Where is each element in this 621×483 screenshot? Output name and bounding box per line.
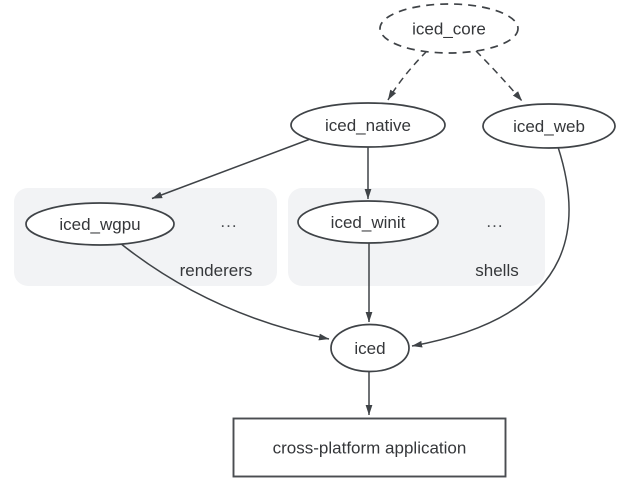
diagram-edges — [119, 50, 570, 416]
node-application-label: cross-platform application — [273, 439, 467, 458]
node-iced-web: iced_web — [482, 103, 616, 149]
edge-iced-core-to-iced-native — [387, 50, 428, 101]
node-iced-ellipse — [330, 323, 410, 373]
edge-iced-wgpu-to-iced — [119, 242, 330, 341]
node-iced-winit: iced_winit — [297, 200, 439, 244]
node-iced-web-ellipse — [482, 103, 616, 149]
cluster-shells-ellipsis: ... — [486, 212, 503, 231]
node-iced-core: iced_core — [379, 3, 519, 54]
node-application: cross-platform application — [232, 417, 507, 478]
node-iced-native: iced_native — [290, 102, 446, 148]
node-iced-winit-ellipse — [297, 200, 439, 244]
node-application-box — [232, 417, 507, 478]
node-iced-wgpu: iced_wgpu — [25, 202, 175, 246]
cluster-renderers-ellipsis: ... — [220, 212, 237, 231]
node-iced-wgpu-label: iced_wgpu — [59, 215, 140, 234]
node-iced-label: iced — [354, 339, 385, 358]
node-iced-winit-label: iced_winit — [331, 213, 406, 232]
node-iced: iced — [330, 323, 410, 373]
cluster-renderers-label: renderers — [180, 261, 253, 280]
node-iced-core-label: iced_core — [412, 20, 486, 39]
cluster-shells-label: shells — [475, 261, 518, 280]
node-iced-native-ellipse — [290, 102, 446, 148]
edge-iced-core-to-iced-web — [475, 50, 523, 102]
node-iced-core-ellipse — [379, 3, 519, 54]
node-iced-web-label: iced_web — [513, 117, 585, 136]
node-iced-native-label: iced_native — [325, 116, 411, 135]
node-iced-wgpu-ellipse — [25, 202, 175, 246]
edge-iced-web-to-iced — [411, 146, 570, 348]
edge-iced-native-to-iced-wgpu — [151, 138, 310, 200]
